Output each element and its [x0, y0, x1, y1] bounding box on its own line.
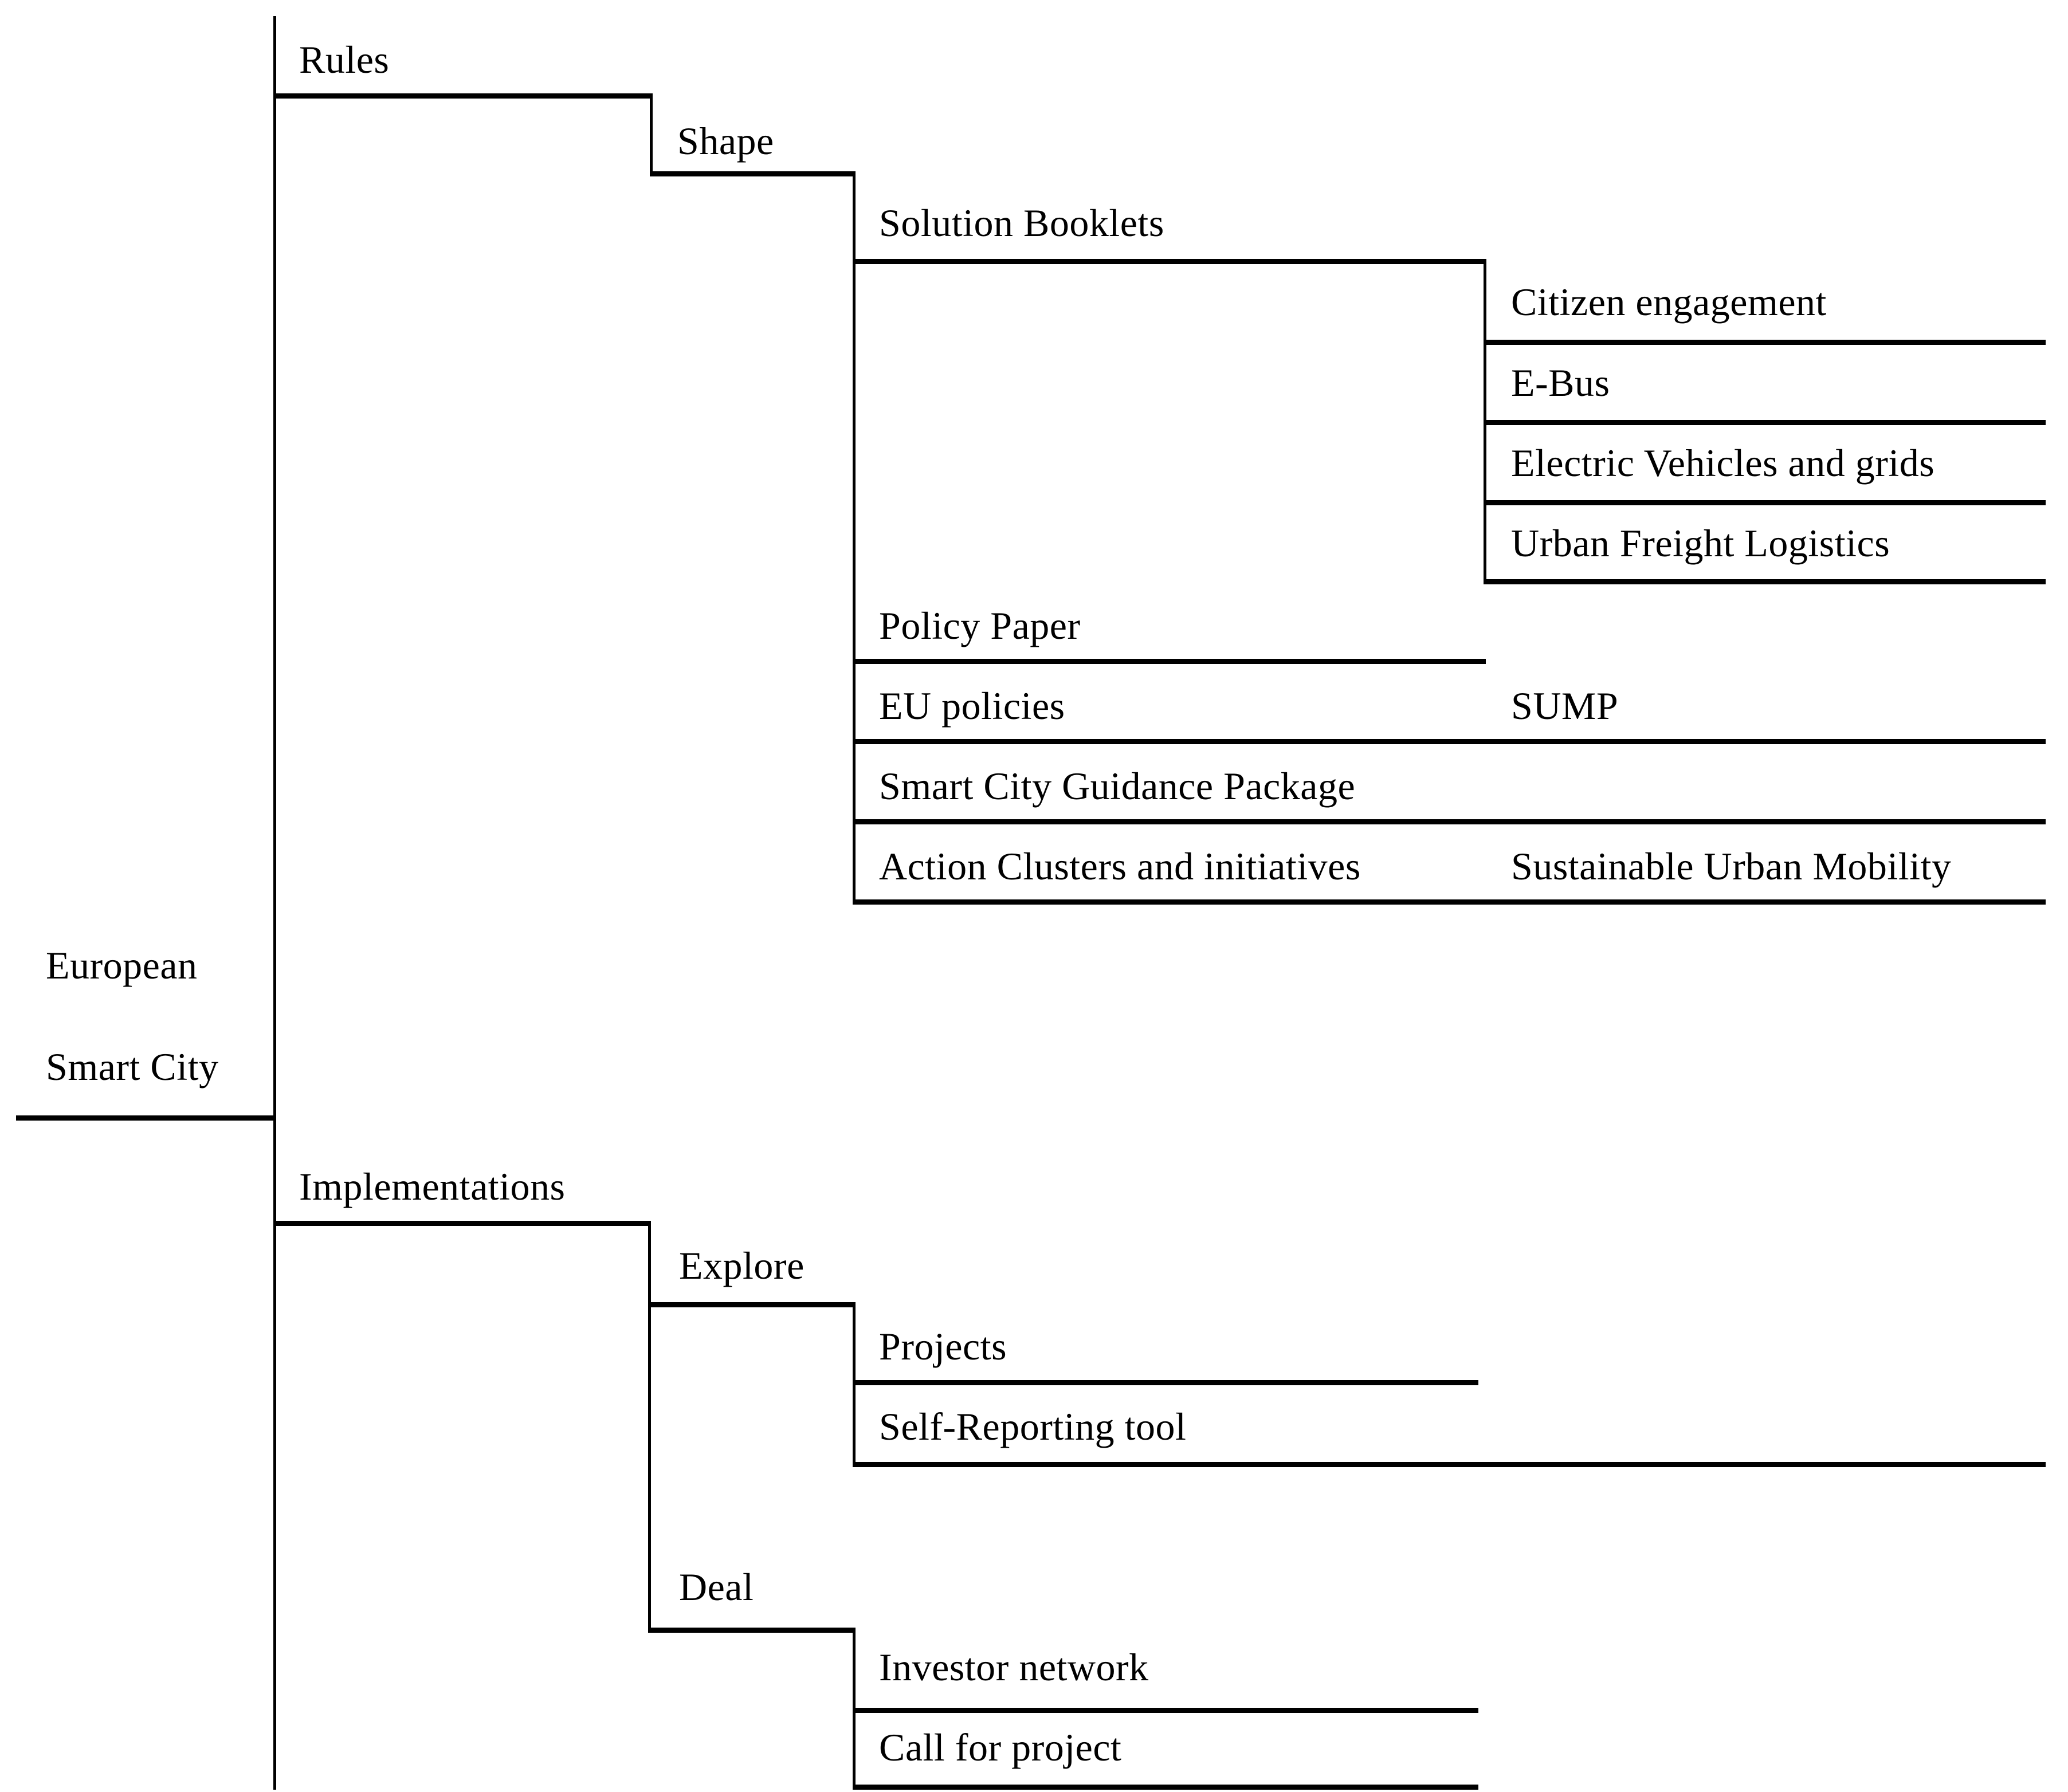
- rules-underline: [273, 93, 652, 99]
- node-label-shape: Shape: [677, 119, 774, 163]
- node-label-action-clusters: Action Clusters and initiatives: [879, 844, 1361, 888]
- node-label-sump: SUMP: [1511, 684, 1619, 728]
- urban-freight-underline: [1484, 579, 2046, 584]
- citizen-engagement-underline: [1484, 340, 2046, 345]
- node-label-electric-vehicles: Electric Vehicles and grids: [1511, 441, 1935, 485]
- self-reporting-underline: [853, 1462, 2046, 1467]
- node-label-call-for-project: Call for project: [879, 1726, 1122, 1769]
- node-label-projects: Projects: [879, 1325, 1007, 1368]
- investor-network-underline: [853, 1708, 1478, 1713]
- trunk-line: [273, 16, 276, 1790]
- implementations-underline: [273, 1221, 650, 1226]
- node-label-guidance-package: Smart City Guidance Package: [879, 764, 1356, 808]
- node-label-implementations: Implementations: [299, 1165, 566, 1208]
- deal-underline: [648, 1628, 855, 1633]
- node-label-investor-network: Investor network: [879, 1645, 1149, 1689]
- shape-spine-line: [853, 171, 856, 905]
- node-label-e-bus: E-Bus: [1511, 361, 1610, 404]
- call-for-project-underline: [853, 1785, 1478, 1790]
- guidance-package-underline: [853, 819, 2046, 824]
- action-clusters-underline: [853, 899, 2046, 905]
- node-label-deal: Deal: [679, 1565, 754, 1609]
- explore-underline: [648, 1302, 855, 1307]
- policy-paper-underline: [853, 659, 1486, 664]
- node-label-root-line1: European: [46, 944, 198, 987]
- rules-drop-line: [650, 93, 653, 176]
- node-label-policy-paper: Policy Paper: [879, 604, 1081, 647]
- node-label-root-line2: Smart City: [46, 1045, 219, 1088]
- implementations-spine-line: [648, 1221, 651, 1633]
- node-label-eu-policies: EU policies: [879, 684, 1065, 728]
- node-label-solution-booklets: Solution Booklets: [879, 201, 1164, 245]
- node-label-urban-freight: Urban Freight Logistics: [1511, 521, 1890, 565]
- node-label-citizen-engagement: Citizen engagement: [1511, 280, 1827, 324]
- e-bus-underline: [1484, 420, 2046, 425]
- electric-vehicles-underline: [1484, 500, 2046, 505]
- node-label-self-reporting: Self-Reporting tool: [879, 1405, 1187, 1448]
- node-label-sustainable-urban-mobility: Sustainable Urban Mobility: [1511, 844, 1952, 888]
- node-label-rules: Rules: [299, 38, 390, 81]
- eu-policies-underline: [853, 739, 2046, 744]
- solution-booklets-underline: [853, 259, 1486, 264]
- root-underline: [16, 1115, 274, 1121]
- shape-underline: [650, 171, 855, 176]
- node-label-explore: Explore: [679, 1244, 805, 1287]
- projects-underline: [853, 1380, 1478, 1385]
